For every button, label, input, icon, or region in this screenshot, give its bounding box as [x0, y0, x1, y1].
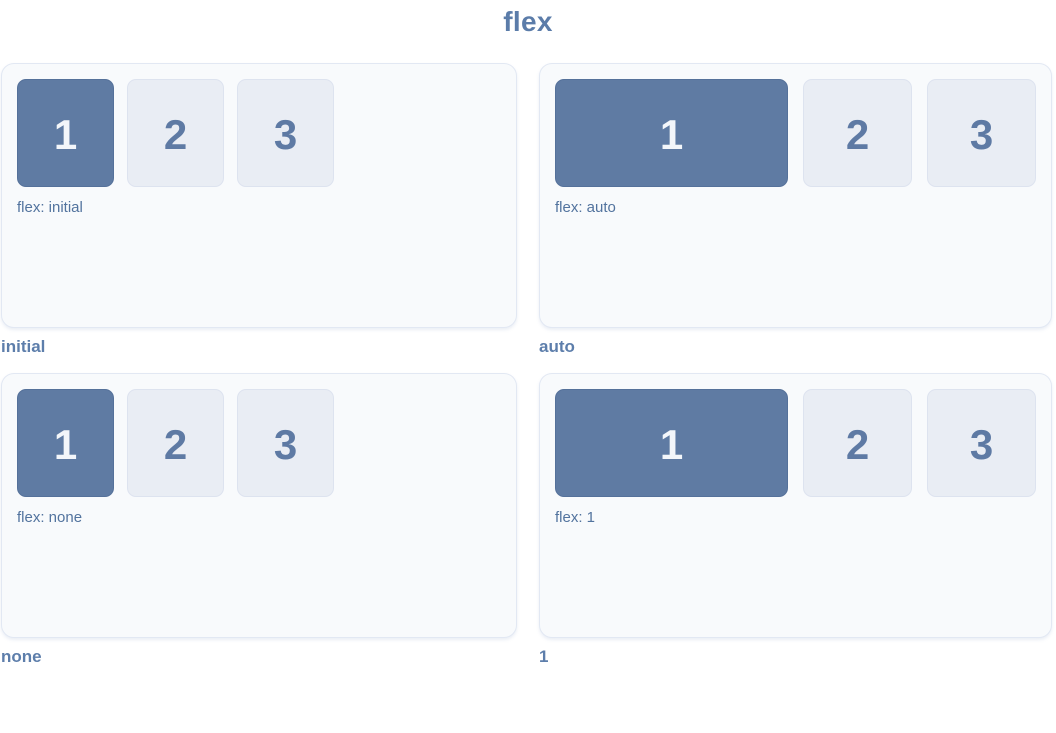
flex-item-3: 3: [927, 389, 1036, 497]
flex-value-caption: flex: 1: [555, 509, 596, 526]
demo-panel: 1 2 3 flex: none: [1, 373, 517, 638]
example-label: 1: [539, 647, 549, 666]
example-label: auto: [539, 337, 575, 356]
flex-item-1: 1: [555, 389, 788, 497]
flex-value-caption: flex: auto: [555, 199, 616, 216]
flex-item-3: 3: [237, 79, 334, 187]
page-title: flex: [503, 6, 553, 37]
flex-example-1: 1 2 3 flex: 1 1: [539, 373, 1052, 666]
flex-items-row: 1 2 3: [555, 389, 1036, 497]
flex-item-3: 3: [927, 79, 1036, 187]
flex-item-2: 2: [127, 79, 224, 187]
flex-value-caption: flex: initial: [17, 199, 83, 216]
example-label: initial: [1, 337, 46, 356]
flex-value-caption: flex: none: [17, 509, 83, 526]
flex-item-2: 2: [127, 389, 224, 497]
flex-items-row: 1 2 3: [555, 79, 1036, 187]
flex-item-2: 2: [803, 389, 912, 497]
flex-items-row: 1 2 3: [17, 389, 501, 497]
flex-item-1: 1: [17, 389, 114, 497]
flex-item-3: 3: [237, 389, 334, 497]
flex-example-none: 1 2 3 flex: none none: [1, 373, 517, 666]
demo-panel: 1 2 3 flex: initial: [1, 63, 517, 328]
flex-example-auto: 1 2 3 flex: auto auto: [539, 63, 1052, 356]
flex-example-initial: 1 2 3 flex: initial initial: [1, 63, 517, 356]
demo-panel: 1 2 3 flex: auto: [539, 63, 1052, 328]
flex-item-2: 2: [803, 79, 912, 187]
flex-item-1: 1: [17, 79, 114, 187]
demo-panel: 1 2 3 flex: 1: [539, 373, 1052, 638]
flex-items-row: 1 2 3: [17, 79, 501, 187]
flex-item-1: 1: [555, 79, 788, 187]
examples-grid: 1 2 3 flex: initial initial 1 2 3 flex: …: [1, 63, 1056, 666]
example-label: none: [1, 647, 42, 666]
